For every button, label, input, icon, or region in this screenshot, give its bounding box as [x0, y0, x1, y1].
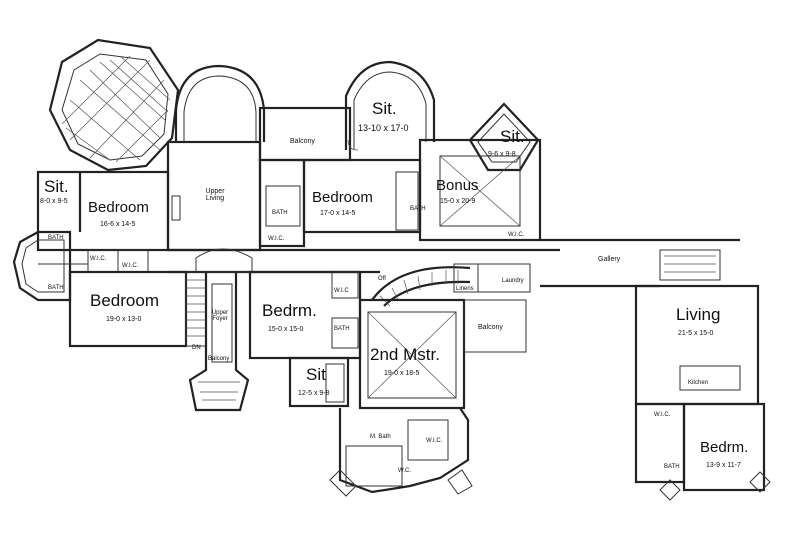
room-bedrm-se-size: 13-9 x 11-7	[706, 462, 741, 469]
nw-octagon-deck	[48, 38, 180, 172]
room-sit-ne-name: Sit.	[500, 127, 525, 146]
label-bath-west-2: BATH	[48, 285, 64, 291]
label-wc-master: W.C.	[398, 468, 411, 474]
upper-foyer	[188, 248, 253, 412]
label-dn: DN	[192, 345, 201, 351]
label-wic-bonus: W.I.C.	[508, 232, 525, 238]
label-bath-west-1: BATH	[48, 235, 64, 241]
label-bath-bedroom-n: BATH	[410, 206, 426, 212]
room-bonus-name: Bonus	[436, 177, 479, 194]
room-bedroom-nw-name: Bedroom	[88, 199, 149, 216]
label-linens: Linens	[456, 286, 474, 292]
east-wing-walls	[634, 249, 771, 501]
room-living-name: Living	[676, 305, 721, 324]
room-bedrm-center-name: Bedrm.	[262, 301, 317, 320]
room-balcony-foyer-name: Balcony	[208, 356, 230, 362]
label-laundry: Laundry	[502, 278, 524, 284]
room-bedroom-n-size: 17-0 x 14-5	[320, 210, 356, 217]
room-sit-top-name: Sit.	[372, 99, 397, 118]
label-wic-east: W.I.C.	[654, 412, 671, 418]
label-wic-west-1: W.I.C.	[90, 256, 107, 262]
room-sit-left-size: 8-0 x 9-5	[40, 198, 68, 205]
room-kitchen-name: Kitchen	[688, 380, 709, 386]
north-wing-walls	[36, 106, 542, 273]
sit-ne-diamond	[468, 102, 540, 172]
room-bedrm-center-size: 15-0 x 15-0	[268, 326, 304, 333]
sit-center-walls	[288, 356, 350, 408]
room-bonus-size: 15-0 x 20-9	[440, 198, 476, 205]
label-wic-bedrm-c: W.I.C	[334, 288, 349, 294]
room-sit-ne-size: 9-6 x 9-8	[488, 151, 516, 158]
label-bath-north: BATH	[272, 210, 288, 216]
room-upper-foyer-name: Upper Foyer	[211, 310, 229, 322]
label-wic-west-2: W.I.C.	[122, 263, 139, 269]
room-bedrm-se-name: Bedrm.	[700, 439, 749, 456]
room-sit-left-name: Sit.	[44, 177, 69, 196]
room-sit-top-size: 13-10 x 17-0	[358, 123, 409, 133]
balcony-center	[463, 299, 527, 353]
master-suite-walls	[329, 298, 473, 497]
room-sit-center-size: 12-5 x 9-8	[298, 390, 330, 397]
room-living-size: 21-5 x 15-0	[678, 330, 714, 337]
room-sit-center-name: Sit	[306, 365, 326, 384]
room-upper-living-name: Upper Living	[205, 188, 225, 202]
room-bedroom-n-name: Bedroom	[312, 189, 373, 206]
label-bath-bedrm-c: BATH	[334, 326, 350, 332]
label-master-bath: M. Bath	[370, 434, 391, 440]
sit-top-arch	[344, 60, 436, 150]
label-bath-east: BATH	[664, 464, 680, 470]
room-bedroom-w-name: Bedroom	[90, 291, 159, 310]
upper-living-arch	[174, 64, 266, 142]
room-gallery-name: Gallery	[598, 256, 621, 263]
room-balcony-n-name: Balcony	[290, 138, 315, 145]
room-master-size: 19-0 x 18-5	[384, 370, 420, 377]
room-master-name: 2nd Mstr.	[370, 345, 440, 364]
label-wic-north: W.I.C.	[268, 236, 285, 242]
west-turret	[12, 230, 88, 302]
label-off: Off	[378, 276, 386, 282]
room-bedroom-nw-size: 16-6 x 14-5	[100, 221, 136, 228]
room-balcony-center-name: Balcony	[478, 324, 503, 331]
room-bedroom-w-size: 19-0 x 13-0	[106, 316, 142, 323]
label-wic-master: W.I.C.	[426, 438, 443, 444]
